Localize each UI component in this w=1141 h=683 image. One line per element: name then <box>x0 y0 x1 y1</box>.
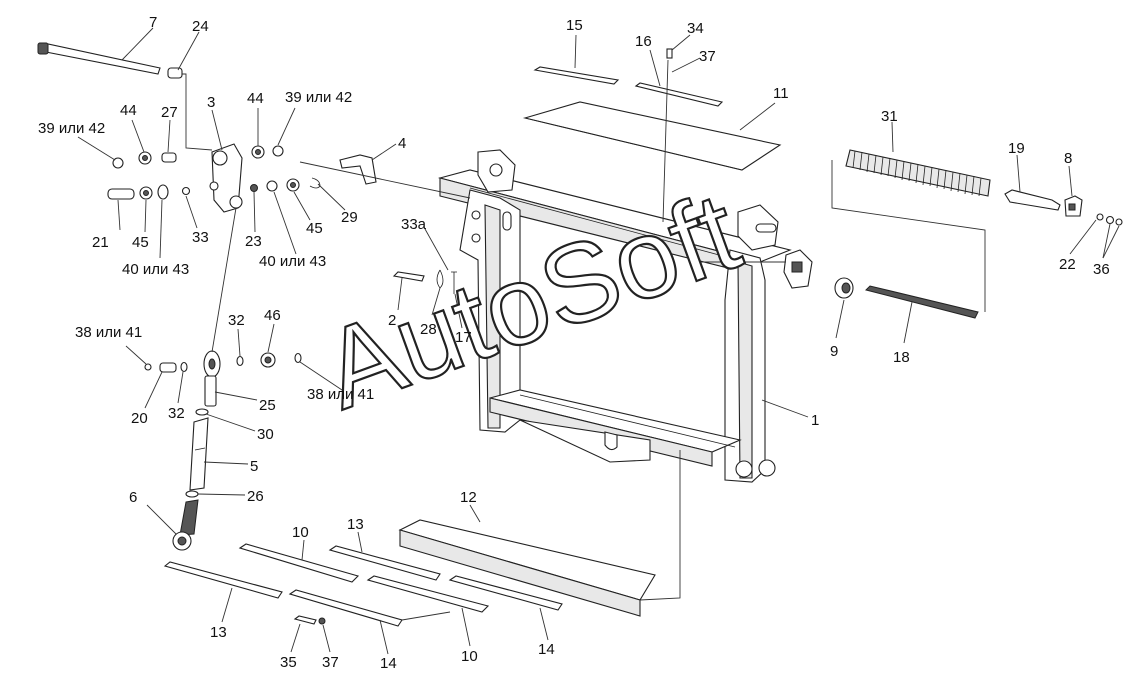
callout-8: 8 <box>1064 150 1072 167</box>
callout-38-or-41: 38 или 41 <box>75 324 142 341</box>
callout-4: 4 <box>398 135 406 152</box>
callout-32: 32 <box>228 312 245 329</box>
callout-34: 34 <box>687 20 704 37</box>
main-frame-part <box>437 149 792 483</box>
callout-23: 23 <box>245 233 262 250</box>
callout-10: 10 <box>461 648 478 665</box>
callout-15: 15 <box>566 17 583 34</box>
lower-knife-bars <box>163 519 656 627</box>
callout-22: 22 <box>1059 256 1076 273</box>
callout-2: 2 <box>388 312 396 329</box>
callout-1: 1 <box>811 412 819 429</box>
callout-45: 45 <box>306 220 323 237</box>
callout-39-or-42: 39 или 42 <box>285 89 352 106</box>
callout-10: 10 <box>292 524 309 541</box>
callout-18: 18 <box>893 349 910 366</box>
callout-3: 3 <box>207 94 215 111</box>
callout-36: 36 <box>1093 261 1110 278</box>
callout-19: 19 <box>1008 140 1025 157</box>
callout-13: 13 <box>347 516 364 533</box>
callout-30: 30 <box>257 426 274 443</box>
callout-12: 12 <box>460 489 477 506</box>
callout-13: 13 <box>210 624 227 641</box>
callout-40-or-43: 40 или 43 <box>259 253 326 270</box>
callout-37: 37 <box>322 654 339 671</box>
callout-39-or-42: 39 или 42 <box>38 120 105 137</box>
callout-33a: 33а <box>401 216 427 233</box>
callout-14: 14 <box>380 655 397 672</box>
callout-38-or-41: 38 или 41 <box>307 386 374 403</box>
callout-7: 7 <box>149 14 157 31</box>
callout-21: 21 <box>92 234 109 251</box>
callout-14: 14 <box>538 641 555 658</box>
callout-16: 16 <box>635 33 652 50</box>
leader-lines <box>77 27 1120 655</box>
callout-32: 32 <box>168 405 185 422</box>
callout-46: 46 <box>264 307 281 324</box>
callout-labels: 7 24 3 44 39 или 42 44 27 39 или 42 4 21… <box>38 14 1110 672</box>
callout-33: 33 <box>192 229 209 246</box>
callout-6: 6 <box>129 489 137 506</box>
callout-28: 28 <box>420 321 437 338</box>
callout-9: 9 <box>830 343 838 360</box>
callout-31: 31 <box>881 108 898 125</box>
callout-27: 27 <box>161 104 178 121</box>
upper-plates <box>522 48 782 171</box>
callout-44: 44 <box>247 90 264 107</box>
callout-20: 20 <box>131 410 148 427</box>
callout-25: 25 <box>259 397 276 414</box>
callout-35: 35 <box>280 654 297 671</box>
callout-37: 37 <box>699 48 716 65</box>
callout-5: 5 <box>250 458 258 475</box>
callout-45: 45 <box>132 234 149 251</box>
callout-40-or-43: 40 или 43 <box>122 261 189 278</box>
callout-11: 11 <box>773 85 789 102</box>
callout-29: 29 <box>341 209 358 226</box>
shaft-assembly <box>37 42 377 551</box>
callout-24: 24 <box>192 18 209 35</box>
spring-assembly <box>700 149 1123 319</box>
callout-17: 17 <box>455 329 472 346</box>
callout-26: 26 <box>247 488 264 505</box>
callout-44: 44 <box>120 102 137 119</box>
